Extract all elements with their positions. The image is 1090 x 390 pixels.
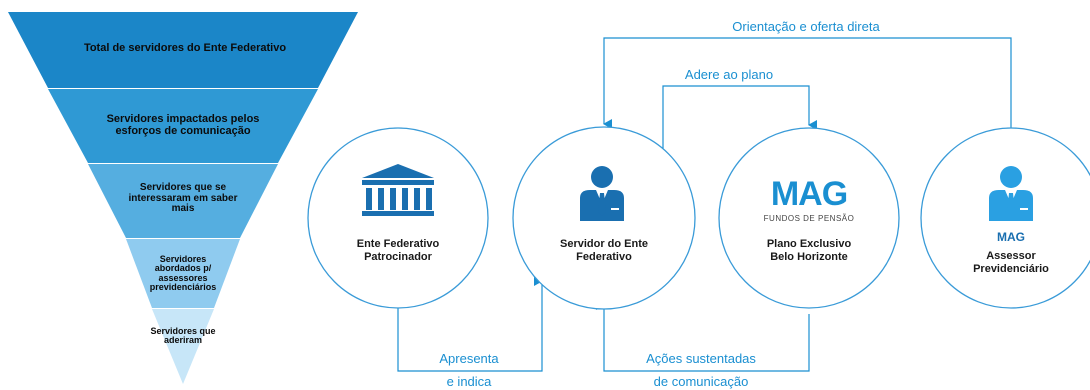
flow-adere-line	[662, 85, 817, 150]
flow-acoes-label-2: de comunicação	[653, 374, 749, 389]
flow-orientacao-label: Orientação e oferta direta	[732, 19, 880, 34]
flow-acoes-label-1: Ações sustentadas	[646, 351, 756, 366]
mag-logo-subtitle: FUNDOS DE PENSÃO	[763, 214, 855, 223]
mag-logo: MAG FUNDOS DE PENSÃO	[759, 177, 859, 223]
flow-orientacao-line	[603, 37, 1012, 130]
flow-apresenta-line	[397, 276, 543, 372]
node-label-assessor: Assessor Previdenciário	[973, 250, 1049, 275]
flow-apresenta-label-2: e indica	[446, 374, 492, 389]
funnel-level-3	[88, 164, 278, 238]
funnel-level-4-label: Servidores abordados p/ assessores previ…	[149, 254, 217, 293]
flow-apresenta-label-1: Apresenta	[439, 351, 499, 366]
mag-logo-text: MAG	[770, 175, 848, 213]
connectors	[397, 37, 1012, 372]
funnel-level-3-label: Servidores que se interessaram em saber …	[128, 182, 238, 214]
funnel-level-4	[126, 239, 240, 308]
funnel-level-1	[8, 12, 358, 88]
flow-adere-label: Adere ao plano	[684, 67, 774, 82]
funnel-level-2-label: Servidores impactados pelos esforços de …	[106, 113, 260, 137]
advisor-icon	[989, 166, 1033, 221]
person-suit-icon	[580, 166, 624, 221]
funnel-level-5-label: Servidores que aderiram	[150, 326, 216, 346]
funnel-level-1-label: Total de servidores do Ente Federativo	[83, 42, 287, 54]
mag-small-logo: MAG	[997, 230, 1025, 244]
government-building-icon	[362, 164, 434, 216]
funnel-level-5	[152, 309, 214, 384]
node-label-ente: Ente Federativo Patrocinador	[356, 238, 440, 263]
node-circle-ente	[307, 127, 489, 309]
node-circle-plano	[718, 127, 900, 309]
flow-acoes-line	[596, 300, 810, 372]
node-label-plano: Plano Exclusivo Belo Horizonte	[766, 238, 852, 263]
funnel-level-2	[48, 89, 318, 163]
node-label-servidor: Servidor do Ente Federativo	[559, 238, 649, 263]
funnel	[8, 12, 358, 384]
